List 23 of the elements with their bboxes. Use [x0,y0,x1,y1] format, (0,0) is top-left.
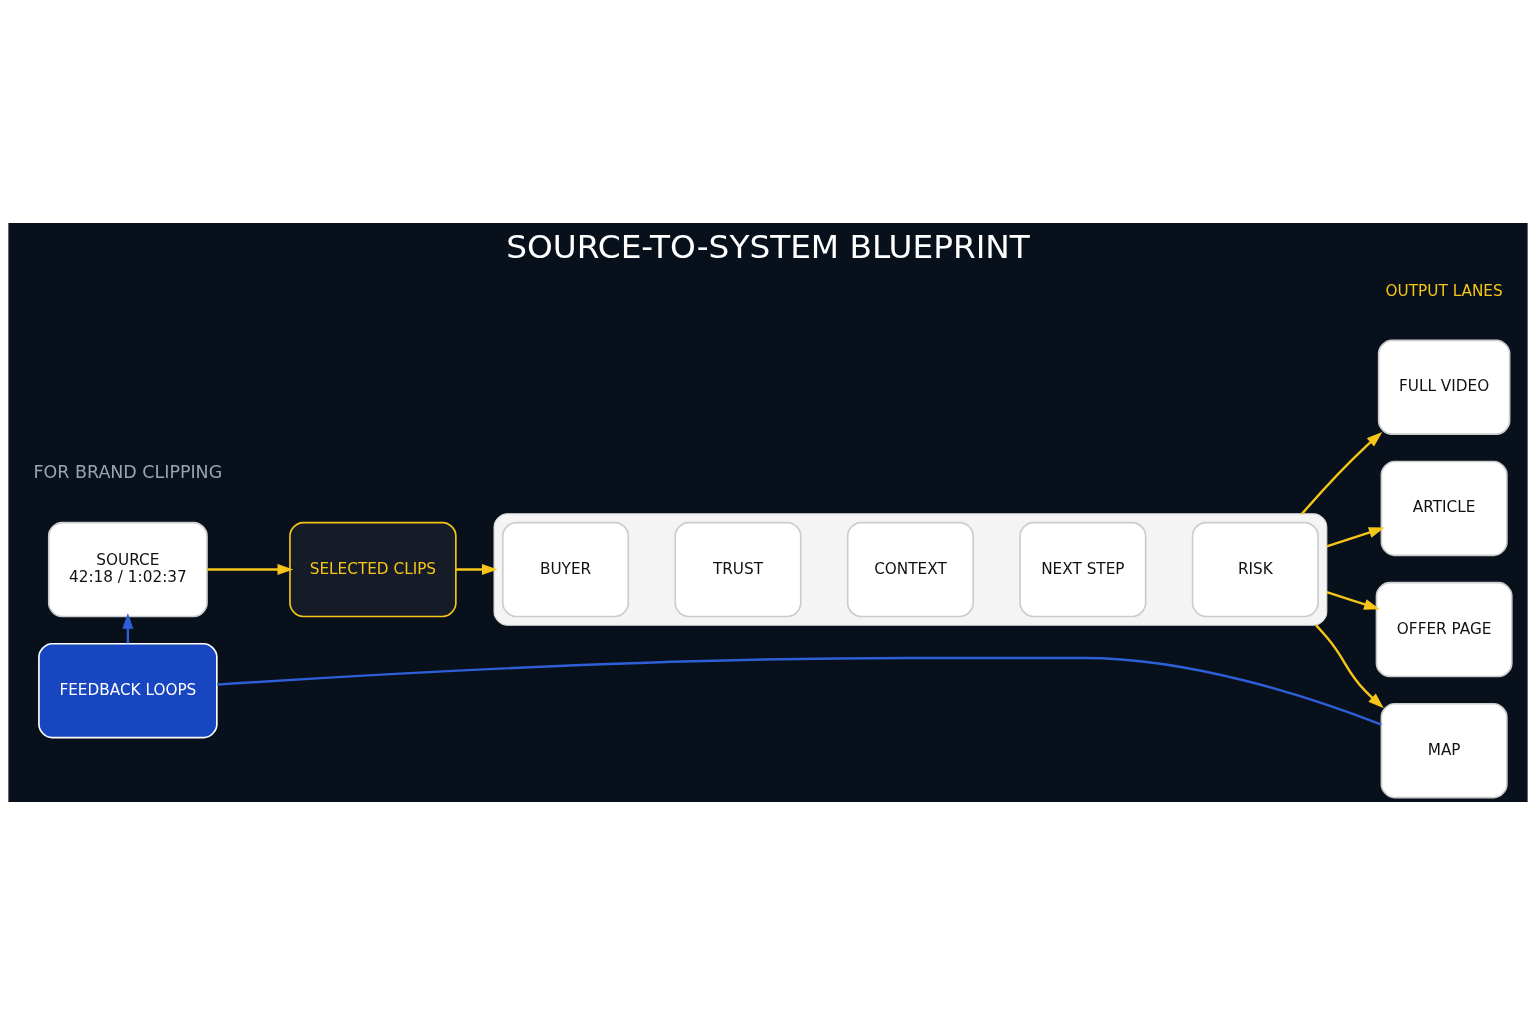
diagram-title: SOURCE-TO-SYSTEM BLUEPRINT [506,227,1030,266]
arrow [455,563,498,575]
connector [216,656,1382,726]
cluster [493,512,1328,626]
arrow [1301,431,1383,515]
node-box: BUYER [501,521,630,617]
label: FOR BRAND CLIPPING [33,461,223,482]
node-box: RISK [1191,521,1319,617]
node-box: SOURCE 42:18 / 1:02:37 [47,521,208,617]
node-box: CONTEXT [846,521,974,617]
node-box: TRUST [674,521,802,617]
node-box: SELECTED CLIPS [289,521,457,617]
node-box: MAP [1380,702,1508,798]
arrow [1315,623,1384,708]
node-box: NEXT STEP [1019,521,1147,617]
node-box: FEEDBACK LOOPS [38,642,218,738]
arrow [1326,526,1385,548]
node-box: FULL VIDEO [1377,339,1511,435]
label: OUTPUT LANES [1385,281,1503,300]
arrow [1326,590,1380,610]
arrow [207,563,294,575]
node-box: OFFER PAGE [1375,581,1513,677]
node-box: ARTICLE [1380,460,1508,556]
